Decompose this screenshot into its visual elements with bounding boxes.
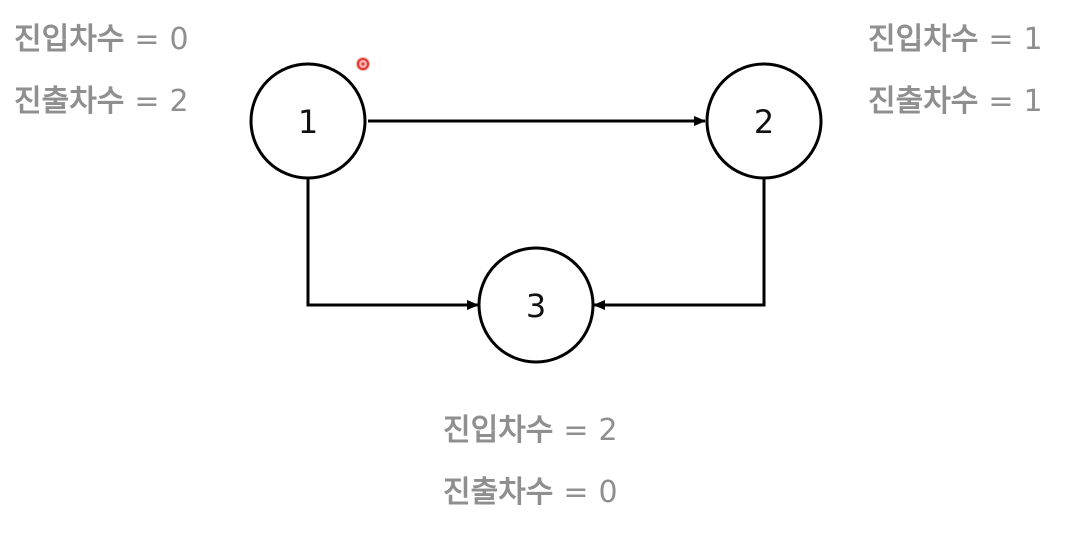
equals-sign: = [134, 84, 160, 119]
edge-2-to-3 [593, 178, 766, 310]
in-degree-row: 진입차수 = 0 [14, 22, 189, 58]
in-degree-value: 1 [1023, 22, 1043, 57]
node-1: 1 [249, 62, 367, 180]
in-degree-label: 진입차수 [868, 22, 979, 57]
cursor-marker-icon [356, 57, 370, 71]
node-2: 2 [705, 62, 823, 180]
edge-1-to-3 [306, 178, 479, 310]
node-1-circle [249, 62, 367, 180]
out-degree-row: 진출차수 = 2 [14, 84, 189, 120]
out-degree-label: 진출차수 [868, 84, 979, 119]
out-degree-value: 0 [598, 475, 618, 510]
degree-info-node-3: 진입차수 = 2 진출차수 = 0 [443, 413, 618, 537]
node-2-label: 2 [754, 103, 774, 141]
in-degree-label: 진입차수 [14, 22, 125, 57]
equals-sign: = [134, 22, 160, 57]
equals-sign: = [563, 475, 589, 510]
out-degree-row: 진출차수 = 0 [443, 475, 618, 511]
in-degree-value: 0 [169, 22, 189, 57]
in-degree-value: 2 [598, 413, 618, 448]
in-degree-row: 진입차수 = 2 [443, 413, 618, 449]
out-degree-value: 1 [1023, 84, 1043, 119]
node-2-circle [705, 62, 823, 180]
node-3-circle [477, 246, 595, 364]
node-3-label: 3 [526, 287, 546, 325]
equals-sign: = [563, 413, 589, 448]
equals-sign: = [988, 84, 1014, 119]
out-degree-row: 진출차수 = 1 [868, 84, 1043, 120]
out-degree-label: 진출차수 [443, 475, 554, 510]
equals-sign: = [988, 22, 1014, 57]
node-1-label: 1 [298, 103, 318, 141]
degree-info-node-2: 진입차수 = 1 진출차수 = 1 [868, 22, 1043, 146]
degree-info-node-1: 진입차수 = 0 진출차수 = 2 [14, 22, 189, 146]
node-3: 3 [477, 246, 595, 364]
in-degree-row: 진입차수 = 1 [868, 22, 1043, 58]
out-degree-value: 2 [169, 84, 189, 119]
in-degree-label: 진입차수 [443, 413, 554, 448]
out-degree-label: 진출차수 [14, 84, 125, 119]
